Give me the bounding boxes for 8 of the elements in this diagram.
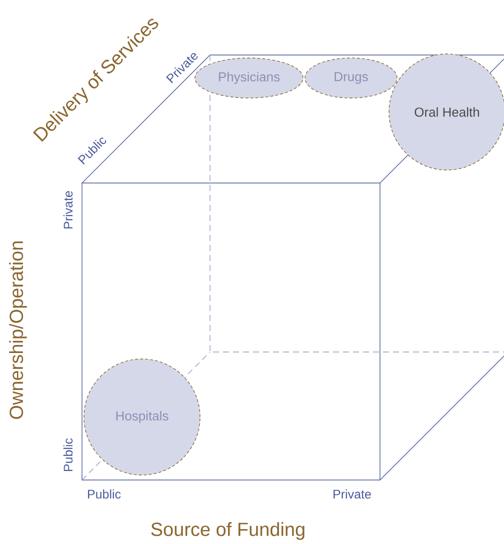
bubble: Drugs [304,58,398,98]
axis-title: Source of Funding [151,522,304,540]
axis-title: Ownership/Operation [9,242,27,419]
axis-tick-label: Private [334,489,371,499]
axis-tick-label: Public [88,489,121,499]
bubble: Hospitals [84,358,200,476]
axis-tick-label: Private [63,191,73,228]
bubble: Oral Health [388,54,504,170]
